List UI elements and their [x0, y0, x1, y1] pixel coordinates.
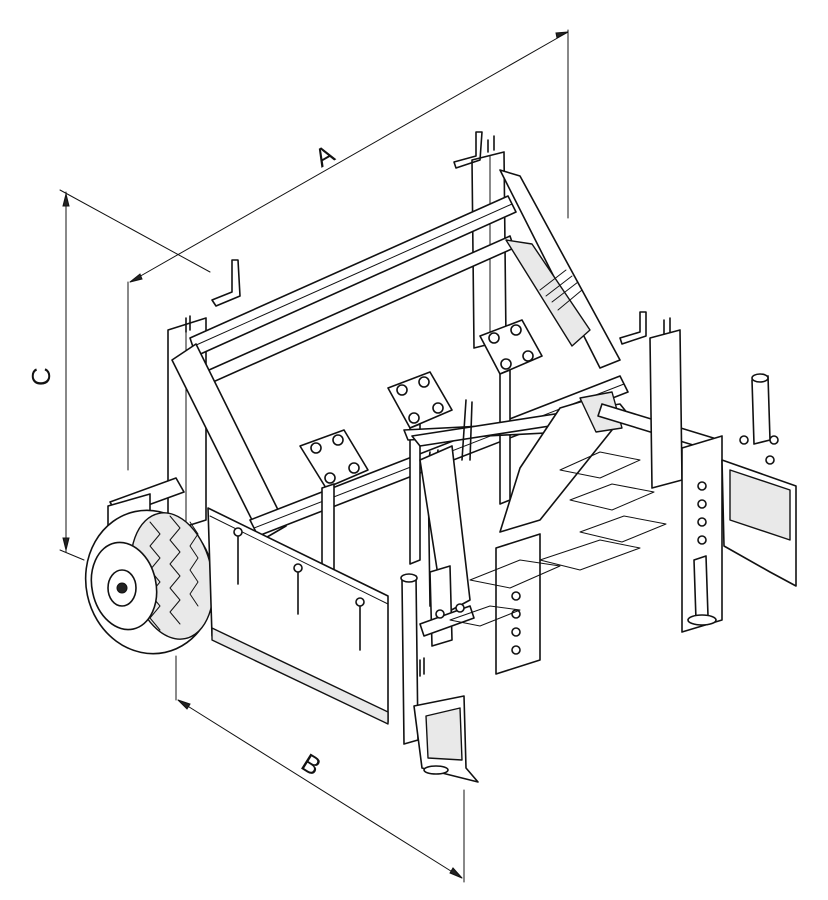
rotor-blades: [449, 451, 667, 627]
right-side-assembly: [619, 311, 797, 633]
parking-stand: [751, 375, 771, 445]
right-upright: [681, 435, 723, 633]
depth-wheel: [84, 477, 216, 655]
adjust-rods: [233, 527, 365, 651]
shield-plate: [207, 507, 389, 723]
hitch-post: [495, 533, 541, 675]
dimension-c-label: C: [26, 367, 56, 386]
front-shield: [207, 507, 389, 725]
front-cylinder: [400, 565, 479, 783]
main-frame: [167, 131, 621, 541]
dimension-c: C: [26, 189, 211, 561]
dimension-a-label: A: [309, 138, 340, 173]
